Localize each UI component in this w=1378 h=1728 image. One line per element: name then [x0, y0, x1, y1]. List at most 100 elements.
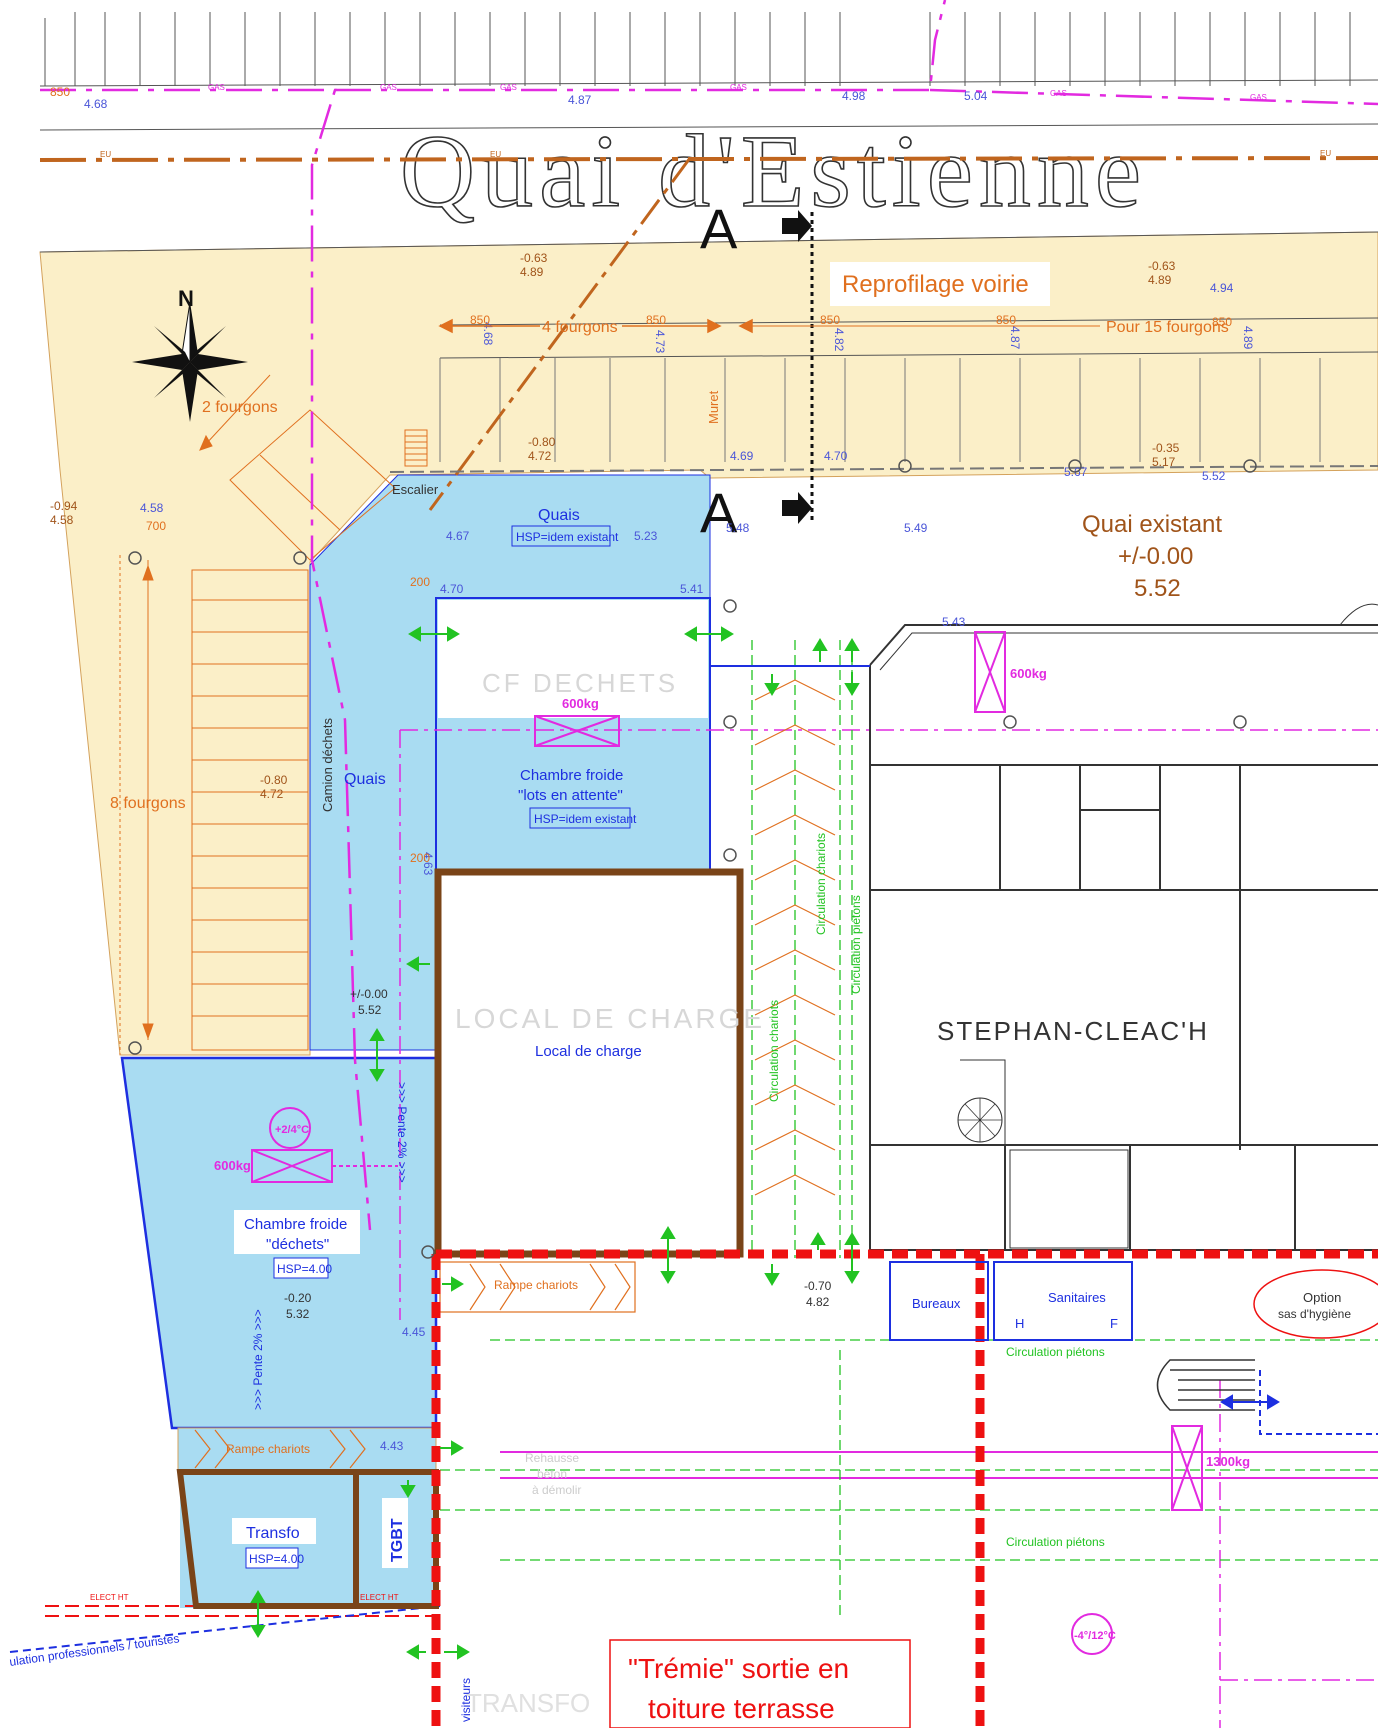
transfo-hsp-box — [245, 1547, 299, 1569]
local-de-charge-wall — [434, 868, 744, 1258]
parking-four-vans: 4 fourgons — [542, 319, 618, 336]
utility-networks — [9, 0, 1378, 1728]
svg-text:-0.20: -0.20 — [284, 1291, 312, 1305]
circ-pietons-h2: Circulation piétons — [1006, 1535, 1105, 1549]
svg-text:850: 850 — [820, 313, 840, 327]
svg-text:GAS: GAS — [208, 83, 225, 92]
svg-text:850: 850 — [470, 313, 490, 327]
section-arrow-top-icon — [782, 210, 812, 242]
tremie-line2: toiture terrasse — [648, 1693, 835, 1724]
load-600-c: 600kg — [1010, 666, 1047, 681]
pente-2: >>> Pente 2% >>> — [251, 1309, 265, 1410]
quais-top-label: Quais — [538, 507, 580, 524]
svg-text:4.94: 4.94 — [1210, 281, 1234, 295]
rehausse-1: Rehausse — [525, 1451, 579, 1465]
svg-text:4.67: 4.67 — [446, 529, 470, 543]
svg-text:5.49: 5.49 — [904, 521, 928, 535]
load-600-b: 600kg — [214, 1158, 251, 1173]
svg-text:200: 200 — [410, 575, 430, 589]
svg-text:4.63: 4.63 — [421, 852, 435, 876]
svg-text:4.73: 4.73 — [653, 330, 667, 354]
tremie-frame — [609, 1639, 911, 1728]
svg-text:5.43: 5.43 — [942, 615, 966, 629]
svg-text:4.89: 4.89 — [520, 265, 544, 279]
svg-text:4.70: 4.70 — [440, 582, 464, 596]
transfo-label-bg — [232, 1518, 316, 1544]
dimension-arrows — [438, 318, 1100, 334]
building-name: STEPHAN-CLEAC'H — [937, 1016, 1209, 1046]
svg-text:5.41: 5.41 — [680, 582, 704, 596]
parking-fifteen-vans: Pour 15 fourgons — [1106, 319, 1229, 336]
svg-text:4.68: 4.68 — [84, 97, 108, 111]
cf-lots-line1: Chambre froide — [520, 767, 623, 784]
svg-text:EU: EU — [1320, 149, 1331, 158]
cf-dechets-white — [438, 600, 708, 718]
svg-text:5.32: 5.32 — [286, 1307, 310, 1321]
blue-arrows — [1220, 1394, 1280, 1410]
transfo-ghost: TRANSFO — [466, 1688, 590, 1718]
option-line2: sas d'hygiène — [1278, 1307, 1351, 1321]
transfo-hsp: HSP=4.00 — [249, 1552, 304, 1566]
svg-text:4.43: 4.43 — [380, 1439, 404, 1453]
svg-text:4.89: 4.89 — [1148, 273, 1172, 287]
quais-top-hsp-box — [511, 525, 611, 547]
svg-text:700: 700 — [146, 519, 166, 533]
svg-text:GAS: GAS — [1050, 89, 1067, 98]
local-de-charge-label: Local de charge — [535, 1043, 642, 1060]
escalier-steps — [404, 429, 428, 467]
ramp-chevrons — [194, 1261, 636, 1469]
rehausse-3: à démolir — [532, 1483, 581, 1497]
north-compass-icon — [132, 301, 248, 422]
flux-label: ulation professionnels / touristes — [8, 1631, 180, 1669]
section-marker-bottom: A — [700, 481, 738, 544]
circ-chariots-v2: Circulation chariots — [767, 1000, 781, 1102]
vertical-spot-heights: 4.68 4.73 4.82 4.87 4.89 4.63 — [421, 322, 1255, 876]
svg-text:GAS: GAS — [380, 83, 397, 92]
svg-text:5.17: 5.17 — [1152, 455, 1176, 469]
svg-text:4.87: 4.87 — [1008, 326, 1022, 350]
roadwork-label-bg — [830, 262, 1050, 306]
equipment — [251, 631, 1203, 1655]
north-label: N — [178, 286, 194, 311]
circ-chariots-v1: Circulation chariots — [814, 833, 828, 935]
svg-text:4.58: 4.58 — [140, 501, 164, 515]
cf-dechets-hsp: HSP=4.00 — [277, 1262, 332, 1276]
transfo-label: Transfo — [246, 1525, 300, 1542]
cf-dechets-line2: "déchets" — [266, 1236, 329, 1253]
camion-dechets-label: Camion déchets — [320, 718, 335, 812]
load-1300: 1300kg — [1206, 1454, 1250, 1469]
svg-text:850: 850 — [996, 313, 1016, 327]
tgbt-label-bg — [382, 1498, 408, 1568]
svg-text:EU: EU — [100, 150, 111, 159]
svg-text:4.69: 4.69 — [730, 449, 754, 463]
parking-two-vans: 2 fourgons — [202, 399, 278, 416]
svg-text:-0.63: -0.63 — [1148, 259, 1176, 273]
svg-text:850: 850 — [646, 313, 666, 327]
building-stephan-cleach — [869, 603, 1378, 1251]
svg-text:5.23: 5.23 — [634, 529, 658, 543]
cf-dechets-line1: Chambre froide — [244, 1216, 347, 1233]
svg-text:5.48: 5.48 — [726, 521, 750, 535]
rampe-chariots-2: Rampe chariots — [226, 1442, 310, 1456]
parking-eight-vans: 8 fourgons — [110, 795, 186, 812]
network-tags: GAS GAS GAS GAS GAS GAS EU EU EU ELECT H… — [90, 83, 1331, 1602]
site-boundary — [431, 1249, 1378, 1728]
svg-text:-0.80: -0.80 — [260, 773, 288, 787]
circ-pietons-v: Circulation piétons — [849, 895, 863, 994]
tremie-line1: "Trémie" sortie en — [628, 1653, 849, 1684]
circulation-chevrons — [754, 679, 836, 1196]
street-name: Quai d'Estienne — [400, 114, 1147, 229]
spot-heights: 4.68 4.87 4.98 5.04 4.94 4.67 5.23 4.70 … — [84, 89, 1234, 1453]
svg-text:GAS: GAS — [1250, 93, 1267, 102]
svg-text:GAS: GAS — [730, 83, 747, 92]
survey-circles — [128, 459, 1257, 1259]
temp-a: +2/4°C — [275, 1124, 309, 1136]
svg-text:+/-0.00: +/-0.00 — [350, 987, 388, 1001]
sanitaires-label: Sanitaires — [1048, 1290, 1106, 1305]
parking-stalls-left — [119, 374, 396, 1055]
parking-stalls-top — [439, 358, 1321, 462]
svg-text:GAS: GAS — [500, 83, 517, 92]
svg-text:4.89: 4.89 — [1241, 326, 1255, 350]
paved-quay-area — [39, 231, 1378, 1056]
